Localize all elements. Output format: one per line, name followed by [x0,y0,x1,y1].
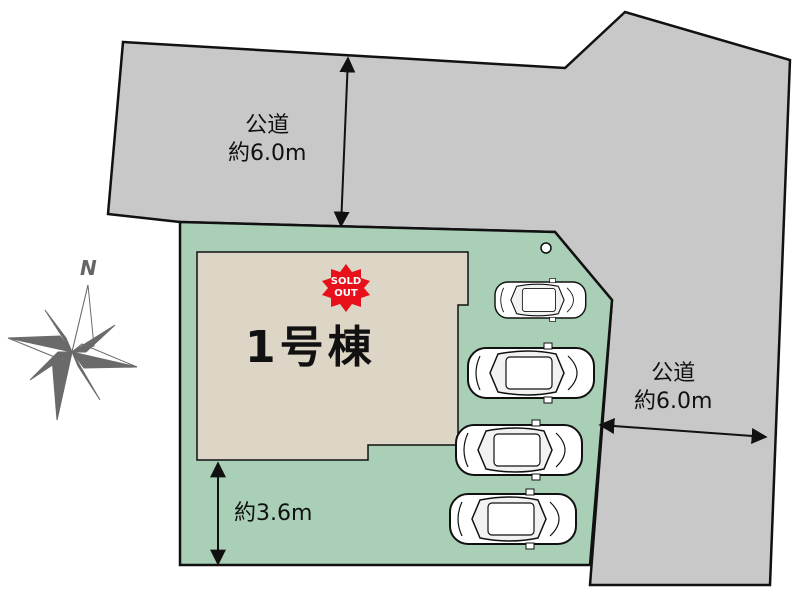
top-road-width-arrow [333,56,356,228]
compass-rose-icon [7,284,138,421]
top-road-name: 公道 [245,113,290,138]
sold-out-badge [322,264,370,312]
out-text: OUT [334,288,358,299]
car-3 [455,419,583,481]
car-4 [449,488,577,550]
sold-out-text: SOLD OUT [324,266,368,310]
boundary-marker [540,242,552,254]
top-road-width: 約6.0m [228,141,307,166]
car-1 [494,277,587,323]
car-2 [467,342,595,404]
setback-label: 約3.6m [234,501,313,526]
top-road-label: 公道 約6.0m [228,112,306,168]
right-road-width-arrow [598,418,768,444]
sold-text: SOLD [330,276,362,287]
right-road-name: 公道 [651,361,696,386]
north-label: N [80,256,97,280]
right-road-label: 公道 約6.0m [634,360,712,416]
right-road-width: 約6.0m [634,389,713,414]
building-label: 1号棟 [245,322,376,373]
